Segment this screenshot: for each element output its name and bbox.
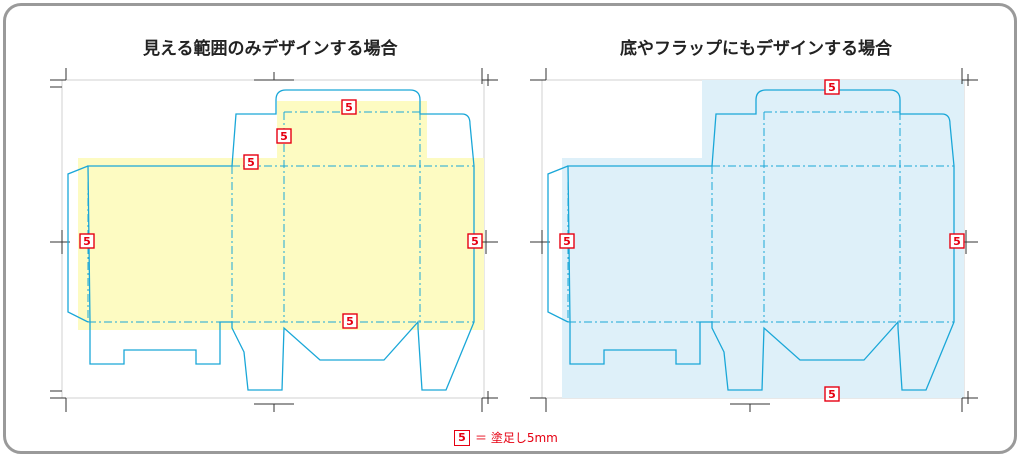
svg-text:5: 5	[953, 235, 961, 248]
legend-text: ＝ 塗足し5mm	[475, 431, 558, 445]
legend: 5 ＝ 塗足し5mm	[454, 429, 558, 446]
svg-text:5: 5	[280, 130, 288, 143]
badge-left-top-flap: 5	[341, 99, 357, 115]
right-fold-lines	[567, 111, 954, 323]
left-dieline	[67, 89, 475, 391]
right-bleed-area	[562, 80, 964, 398]
left-crop-marks	[50, 68, 498, 412]
svg-text:5: 5	[828, 81, 836, 94]
right-dieline	[547, 89, 955, 391]
badge-left-bottom-edge: 5	[342, 313, 358, 329]
svg-text:5: 5	[471, 235, 479, 248]
badge-left-glue-flap: 5	[79, 233, 95, 249]
right-panel	[530, 68, 978, 412]
outer-frame	[3, 3, 1017, 454]
badge-right-top: 5	[824, 79, 840, 95]
left-bleed-area	[78, 101, 484, 330]
svg-text:5: 5	[83, 235, 91, 248]
right-crop-marks	[530, 68, 978, 412]
svg-text:5: 5	[247, 156, 255, 169]
badge-right-right-edge: 5	[949, 233, 965, 249]
badge-left-right-edge: 5	[467, 233, 483, 249]
left-panel-title: 見える範囲のみデザインする場合	[143, 39, 398, 59]
badge-left-tuck: 5	[276, 128, 292, 144]
right-panel-title: 底やフラップにもデザインする場合	[620, 39, 892, 59]
bleed-front	[229, 158, 484, 330]
svg-text:5: 5	[563, 235, 571, 248]
badge-left-top-edge: 5	[243, 154, 259, 170]
bleed-side-left	[78, 158, 229, 330]
svg-text:5: 5	[345, 101, 353, 114]
svg-text:5: 5	[828, 388, 836, 401]
left-panel	[50, 68, 498, 412]
badge-right-glue-flap: 5	[559, 233, 575, 249]
svg-text:5: 5	[346, 315, 354, 328]
badge-right-bottom: 5	[824, 386, 840, 402]
legend-badge: 5	[454, 429, 470, 446]
